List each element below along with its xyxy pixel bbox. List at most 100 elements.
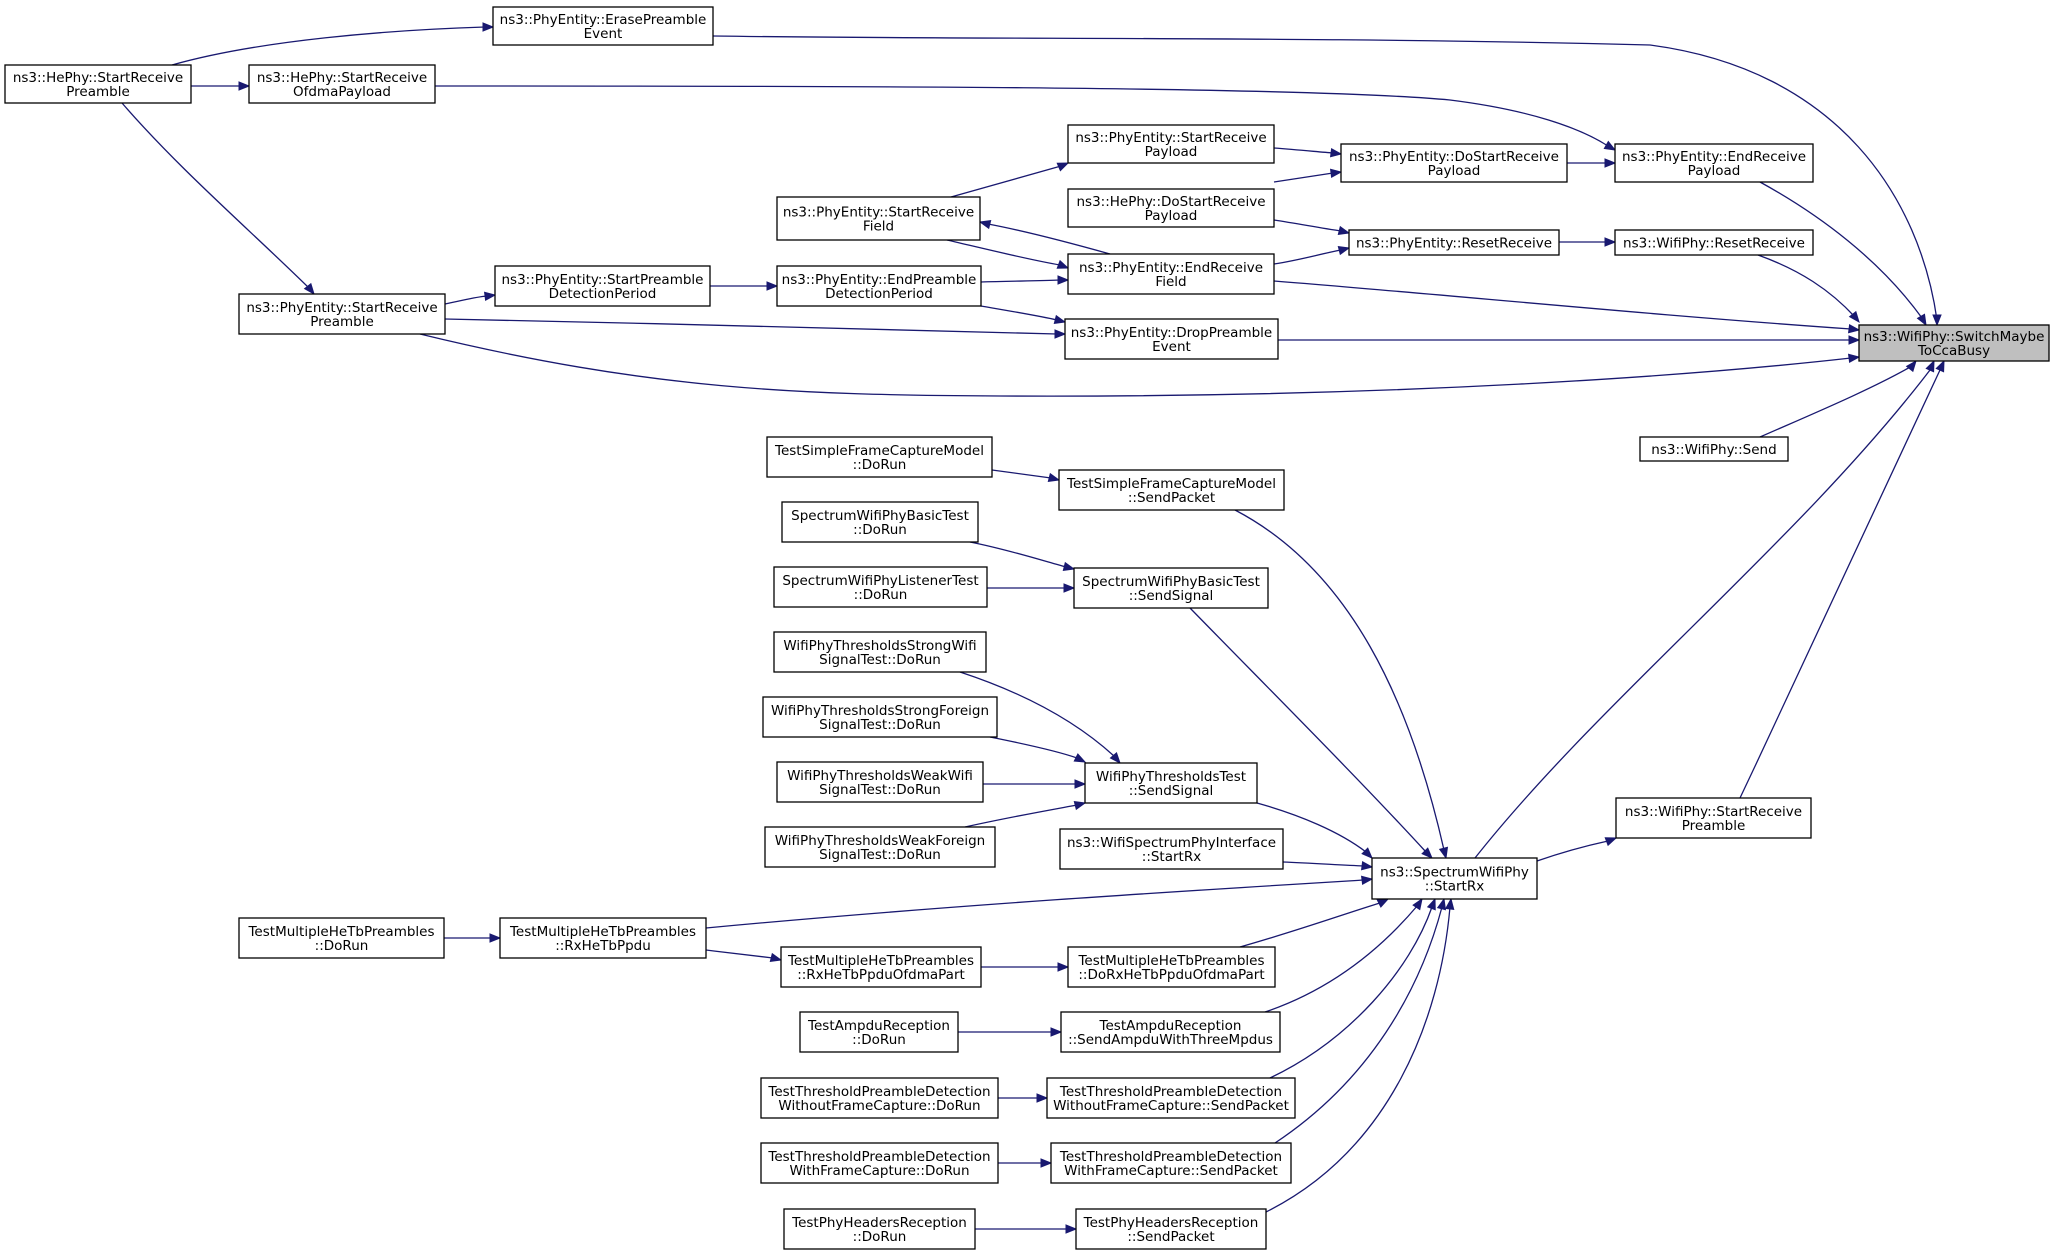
node-phyentity-start-preamble-detection-period[interactable]: ns3::PhyEntity::StartPreambleDetectionPe… — [494, 265, 711, 307]
node-box — [1059, 828, 1284, 870]
node-box — [781, 501, 979, 543]
edge-phyentity_end_receive_field-to-phyentity_reset_receive — [1273, 245, 1351, 265]
edge-arrowhead — [1426, 897, 1436, 911]
edge-line — [964, 804, 1078, 828]
node-wifi-spectrum-phy-interface-startrx[interactable]: ns3::WifiSpectrumPhyInterface::StartRx — [1059, 828, 1284, 870]
node-label-line: Payload — [1688, 163, 1741, 179]
edge-line — [1274, 906, 1443, 1144]
node-box — [1067, 188, 1275, 228]
edge-phyentity_start_preamble_detection_period-to-phyentity_end_preamble_detection_period — [710, 281, 779, 291]
edge-arrowhead — [1036, 1093, 1049, 1103]
node-wifiphy-reset-receive[interactable]: ns3::WifiPhy::ResetReceive — [1614, 229, 1814, 256]
edge-line — [1474, 369, 1931, 859]
edge-arrowhead — [1065, 1224, 1078, 1234]
node-label-line: ns3::PhyEntity::EndReceive — [1622, 149, 1806, 165]
edge-ampdu_reception_dorun-to-ampdu_reception_send — [958, 1027, 1063, 1037]
node-spectrum-listener-test-dorun[interactable]: SpectrumWifiPhyListenerTest::DoRun — [773, 566, 988, 608]
node-label-line: ToCcaBusy — [1917, 343, 1990, 359]
node-test-simple-frame-capture-sendpacket[interactable]: TestSimpleFrameCaptureModel::SendPacket — [1058, 469, 1285, 511]
node-phyentity-reset-receive[interactable]: ns3::PhyEntity::ResetReceive — [1348, 229, 1560, 256]
edge-test_simple_frame_capture_dorun-to-test_simple_frame_capture_sendpacket — [991, 469, 1061, 483]
node-threshold-without-capture-dorun[interactable]: TestThresholdPreambleDetectionWithoutFra… — [760, 1077, 999, 1119]
edge-arrowhead — [1063, 583, 1076, 593]
node-label-line: DetectionPeriod — [549, 286, 657, 302]
node-spectrum-basic-test-sendsignal[interactable]: SpectrumWifiPhyBasicTest::SendSignal — [1073, 567, 1269, 609]
node-box — [1050, 1142, 1292, 1184]
edge-arrowhead — [1847, 353, 1861, 364]
node-spectrum-basic-test-dorun[interactable]: SpectrumWifiPhyBasicTest::DoRun — [781, 501, 979, 543]
node-label-line: SpectrumWifiPhyListenerTest — [782, 573, 978, 589]
node-label-line: WithFrameCapture::DoRun — [789, 1163, 969, 1179]
edge-ampdu_reception_send-to-spectrum_wifi_phy_startrx — [1264, 897, 1423, 1013]
node-threshold-without-capture-send[interactable]: TestThresholdPreambleDetectionWithoutFra… — [1046, 1077, 1296, 1119]
node-ampdu-reception-dorun[interactable]: TestAmpduReception::DoRun — [799, 1011, 959, 1053]
edge-arrowhead — [1603, 140, 1617, 151]
edge-arrowhead — [482, 22, 495, 32]
node-box — [492, 6, 714, 46]
edge-arrowhead — [303, 282, 315, 296]
node-multi-he-tb-do-rx-ofdma-part[interactable]: TestMultipleHeTbPreambles::DoRxHeTbPpduO… — [1067, 946, 1276, 988]
node-box — [1614, 143, 1814, 183]
node-label-line: ::RxHeTbPpdu — [555, 938, 651, 954]
edge-arrowhead — [1337, 225, 1351, 236]
node-spectrum-wifi-phy-startrx[interactable]: ns3::SpectrumWifiPhy::StartRx — [1371, 857, 1538, 900]
edge-phyentity_reset_receive-to-wifiphy_reset_receive — [1559, 237, 1617, 247]
node-test-simple-frame-capture-dorun[interactable]: TestSimpleFrameCaptureModel::DoRun — [766, 436, 993, 478]
edge-multi_he_tb_rxhetbppdu-to-spectrum_wifi_phy_startrx — [705, 875, 1374, 929]
edge-line — [950, 165, 1062, 198]
node-multi-he-tb-rx-ofdma-part[interactable]: TestMultipleHeTbPreambles::RxHeTbPpduOfd… — [780, 946, 982, 988]
node-label-line: ::DoRxHeTbPpduOfdmaPart — [1078, 967, 1264, 983]
edge-arrowhead — [1047, 472, 1061, 483]
node-multi-he-tb-rxhetbppdu[interactable]: TestMultipleHeTbPreambles::RxHeTbPpdu — [499, 917, 707, 959]
node-label-line: SignalTest::DoRun — [819, 652, 941, 668]
edge-line — [1759, 365, 1913, 438]
edge-line — [1273, 219, 1342, 232]
edge-line — [969, 541, 1067, 568]
edge-spectrum_wifi_phy_startrx-to-wifiphy_start_receive_preamble — [1536, 837, 1618, 862]
node-label-line: Payload — [1428, 163, 1481, 179]
node-label-line: SignalTest::DoRun — [819, 782, 941, 798]
node-box — [773, 566, 988, 608]
edge-multi_he_tb_dorun-to-multi_he_tb_rxhetbppdu — [444, 933, 502, 943]
node-ampdu-reception-send[interactable]: TestAmpduReception::SendAmpduWithThreeMp… — [1060, 1011, 1281, 1053]
edge-arrowhead — [1376, 898, 1390, 908]
edge-arrowhead — [1074, 779, 1087, 789]
edge-line — [1269, 906, 1433, 1079]
node-thresholds-weak-foreign-dorun[interactable]: WifiPhyThresholdsWeakForeignSignalTest::… — [764, 826, 996, 868]
node-threshold-with-capture-send[interactable]: TestThresholdPreambleDetectionWithFrameC… — [1050, 1142, 1292, 1184]
node-thresholds-weak-wifi-dorun[interactable]: WifiPhyThresholdsWeakWifiSignalTest::DoR… — [776, 761, 984, 803]
node-box — [1067, 253, 1275, 295]
node-wifiphy-send[interactable]: ns3::WifiPhy::Send — [1639, 436, 1789, 462]
edge-arrowhead — [483, 291, 497, 302]
node-label-line: Payload — [1145, 144, 1198, 160]
node-label-line: ns3::PhyEntity::StartPreamble — [502, 272, 704, 288]
edge-test_simple_frame_capture_sendpacket-to-spectrum_wifi_phy_startrx — [1234, 509, 1449, 860]
node-label-line: WithoutFrameCapture::DoRun — [778, 1098, 980, 1114]
node-phy-headers-reception-dorun[interactable]: TestPhyHeadersReception::DoRun — [783, 1208, 976, 1250]
node-thresholds-test-sendsignal[interactable]: WifiPhyThresholdsTest::SendSignal — [1084, 762, 1258, 804]
node-thresholds-strong-wifi-dorun[interactable]: WifiPhyThresholdsStrongWifiSignalTest::D… — [773, 631, 987, 673]
node-threshold-with-capture-dorun[interactable]: TestThresholdPreambleDetectionWithFrameC… — [760, 1142, 999, 1184]
edge-thresholds_strong_foreign_dorun-to-thresholds_test_sendsignal — [989, 736, 1087, 763]
node-thresholds-strong-foreign-dorun[interactable]: WifiPhyThresholdsStrongForeignSignalTest… — [762, 696, 998, 738]
edge-line — [1234, 509, 1445, 851]
node-phyentity-end-preamble-detection-period[interactable]: ns3::PhyEntity::EndPreambleDetectionPeri… — [776, 265, 982, 307]
node-label-line: Field — [863, 219, 894, 235]
node-label-line: SpectrumWifiPhyBasicTest — [1082, 574, 1260, 590]
node-multi-he-tb-dorun[interactable]: TestMultipleHeTbPreambles::DoRun — [238, 917, 445, 959]
node-phy-headers-reception-send[interactable]: TestPhyHeadersReception::SendPacket — [1075, 1208, 1267, 1250]
